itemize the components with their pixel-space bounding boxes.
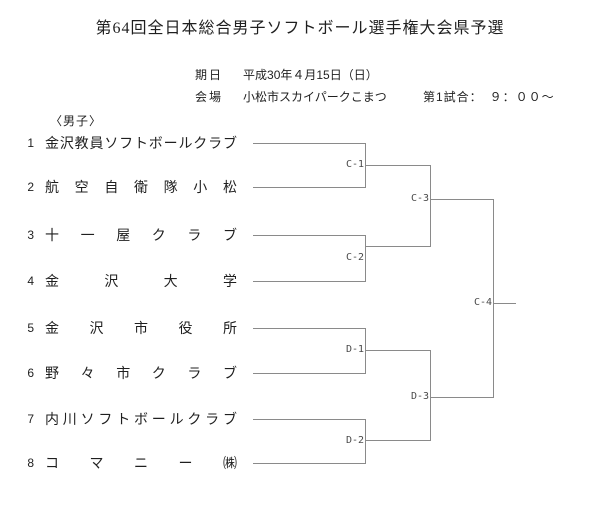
bracket-line-team2 — [253, 187, 365, 188]
bracket-line-team3 — [253, 235, 365, 236]
bracket-out-d3 — [430, 397, 494, 398]
team-row-4: 4 金沢大学 — [0, 272, 240, 290]
match-label-c2: C-2 — [345, 252, 364, 263]
team-row-2: 2 航空自衛隊小松 — [0, 178, 240, 196]
venue-row: 会場 小松市スカイパークこまつ — [195, 88, 387, 105]
bracket-vert-d3 — [430, 350, 431, 441]
team-name: 十一屋クラブ — [45, 227, 237, 243]
bracket-line-team4 — [253, 281, 365, 282]
bracket-out-d1 — [365, 350, 431, 351]
bracket-line-team1 — [253, 143, 365, 144]
team-name: コマニー㈱ — [45, 455, 237, 471]
bracket-out-c1 — [365, 165, 431, 166]
bracket-vert-c4 — [493, 199, 494, 398]
bracket-out-c2 — [365, 246, 431, 247]
team-seed: 1 — [27, 136, 34, 150]
date-value: 平成30年４月15日（日） — [243, 68, 378, 82]
match-label-d3: D-3 — [410, 391, 429, 402]
venue-value: 小松市スカイパークこまつ — [243, 90, 387, 104]
match-label-c4: C-4 — [473, 297, 492, 308]
team-row-6: 6 野々市クラブ — [0, 364, 240, 382]
team-seed: 6 — [27, 366, 34, 380]
first-game-time: 第1試合： ９：００～ — [423, 90, 555, 104]
bracket-out-final — [493, 303, 516, 304]
bracket-out-c3 — [430, 199, 494, 200]
team-name: 金沢大学 — [45, 273, 237, 289]
bracket-vert-d1 — [365, 328, 366, 374]
match-label-d2: D-2 — [345, 435, 364, 446]
team-name: 金沢教員ソフトボールクラブ — [45, 135, 237, 151]
team-name: 内川ソフトボールクラブ — [45, 411, 237, 427]
bracket-line-team7 — [253, 419, 365, 420]
team-name: 金沢市役所 — [45, 320, 237, 336]
page-title: 第64回全日本総合男子ソフトボール選手権大会県予選 — [95, 20, 505, 37]
team-seed: 8 — [27, 456, 34, 470]
team-row-7: 7 内川ソフトボールクラブ — [0, 410, 240, 428]
match-label-d1: D-1 — [345, 344, 364, 355]
match-label-c1: C-1 — [345, 159, 364, 170]
team-row-5: 5 金沢市役所 — [0, 319, 240, 337]
team-name: 野々市クラブ — [45, 365, 237, 381]
section-label-mens: 〈男子〉 — [50, 114, 103, 128]
bracket-line-team6 — [253, 373, 365, 374]
team-seed: 5 — [27, 321, 34, 335]
team-row-3: 3 十一屋クラブ — [0, 226, 240, 244]
bracket-out-d2 — [365, 440, 431, 441]
team-row-8: 8 コマニー㈱ — [0, 454, 240, 472]
team-seed: 2 — [27, 180, 34, 194]
bracket-line-team8 — [253, 463, 365, 464]
team-seed: 3 — [27, 228, 34, 242]
team-row-1: 1 金沢教員ソフトボールクラブ — [0, 134, 240, 152]
bracket-vert-d2 — [365, 419, 366, 464]
bracket-line-team5 — [253, 328, 365, 329]
bracket-vert-c3 — [430, 165, 431, 247]
team-name: 航空自衛隊小松 — [45, 179, 237, 195]
match-label-c3: C-3 — [410, 193, 429, 204]
date-label: 期日 — [195, 68, 224, 82]
bracket-vert-c2 — [365, 235, 366, 282]
venue-label: 会場 — [195, 90, 224, 104]
team-seed: 7 — [27, 412, 34, 426]
team-seed: 4 — [27, 274, 34, 288]
date-row: 期日 平成30年４月15日（日） — [195, 66, 378, 83]
